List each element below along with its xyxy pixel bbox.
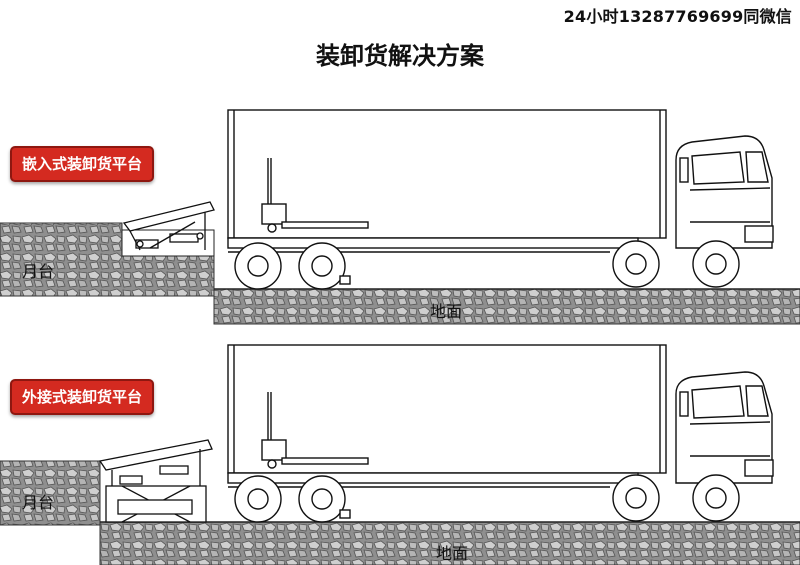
ground-strip bbox=[99, 521, 800, 565]
truck-wheels bbox=[234, 474, 740, 523]
truck-wheels bbox=[234, 240, 740, 290]
cargo-box bbox=[227, 344, 667, 474]
ground-label: 地面 bbox=[430, 302, 463, 321]
external-platform-label: 外接式装卸货平台 bbox=[10, 379, 155, 415]
panel-embedded-scene bbox=[0, 109, 800, 325]
truck-cab bbox=[675, 135, 774, 249]
dock-leveler-external bbox=[98, 439, 213, 523]
contact-text: 24小时13287769699同微信 bbox=[563, 7, 792, 26]
cargo-box bbox=[227, 109, 667, 239]
pallet-jack bbox=[261, 392, 369, 469]
dock-block bbox=[0, 460, 101, 526]
embedded-platform-label: 嵌入式装卸货平台 bbox=[10, 146, 155, 182]
dock-leveler-embedded bbox=[122, 201, 215, 251]
truck-1 bbox=[227, 109, 774, 290]
dock-label: 月台 bbox=[22, 493, 55, 512]
pallet-jack bbox=[261, 158, 369, 233]
truck-cab bbox=[675, 371, 774, 484]
ground-strip bbox=[213, 288, 800, 325]
ground-label: 地面 bbox=[436, 544, 469, 563]
truck-2 bbox=[227, 344, 774, 523]
page-title: 装卸货解决方案 bbox=[316, 42, 484, 70]
dock-label: 月台 bbox=[22, 262, 55, 281]
panel-external-scene bbox=[0, 344, 800, 565]
